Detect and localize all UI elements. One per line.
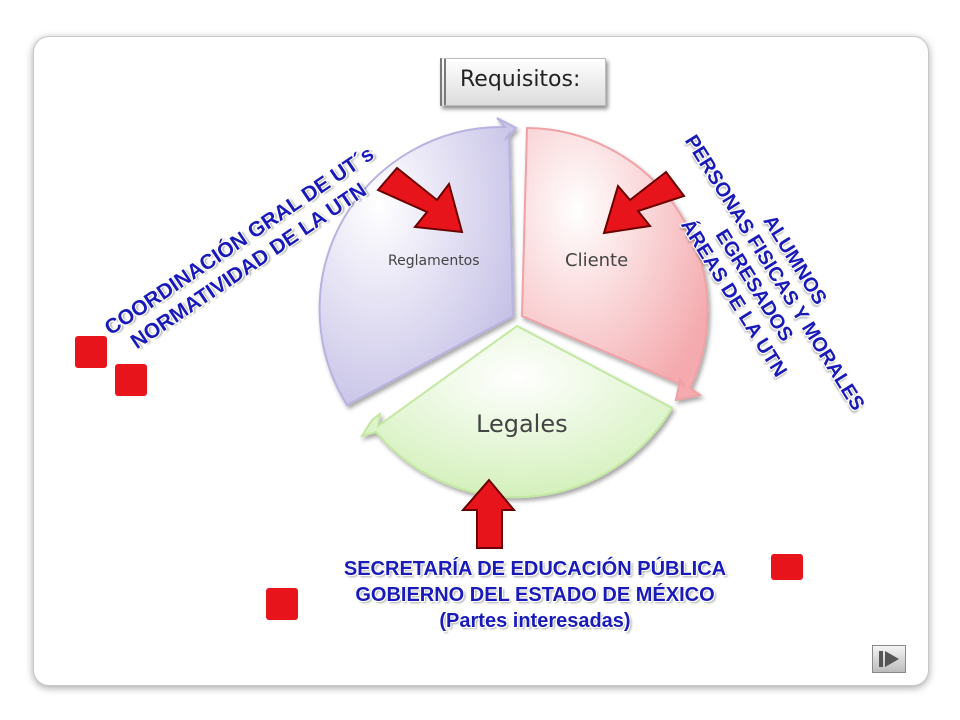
bottom-line-1: SECRETARÍA DE EDUCACIÓN PÚBLICA xyxy=(343,558,727,580)
play-next-icon xyxy=(879,651,899,667)
red-square-marker xyxy=(771,554,803,580)
red-square-marker xyxy=(266,588,298,620)
arrow-to-legales xyxy=(460,478,517,549)
segment-legales xyxy=(359,324,674,499)
title-box: Requisitos: xyxy=(440,58,606,106)
red-square-marker xyxy=(115,364,147,396)
red-square-marker xyxy=(75,336,107,368)
segment-label-legales: Legales xyxy=(476,410,568,438)
arrow-to-cliente xyxy=(602,170,686,235)
segment-reglamentos xyxy=(318,117,518,407)
page-title: Requisitos: xyxy=(460,67,581,92)
bottom-stakeholders-text: SECRETARÍA DE EDUCACIÓN PÚBLICA GOBIERNO… xyxy=(280,556,790,634)
segment-label-reglamentos: Reglamentos xyxy=(388,253,480,269)
next-slide-button[interactable] xyxy=(872,645,906,673)
bottom-line-3: (Partes interesadas) xyxy=(439,610,631,632)
arrow-to-reglamentos xyxy=(376,166,464,234)
segment-label-cliente: Cliente xyxy=(565,250,629,271)
bottom-line-2: GOBIERNO DEL ESTADO DE MÉXICO xyxy=(355,584,715,606)
